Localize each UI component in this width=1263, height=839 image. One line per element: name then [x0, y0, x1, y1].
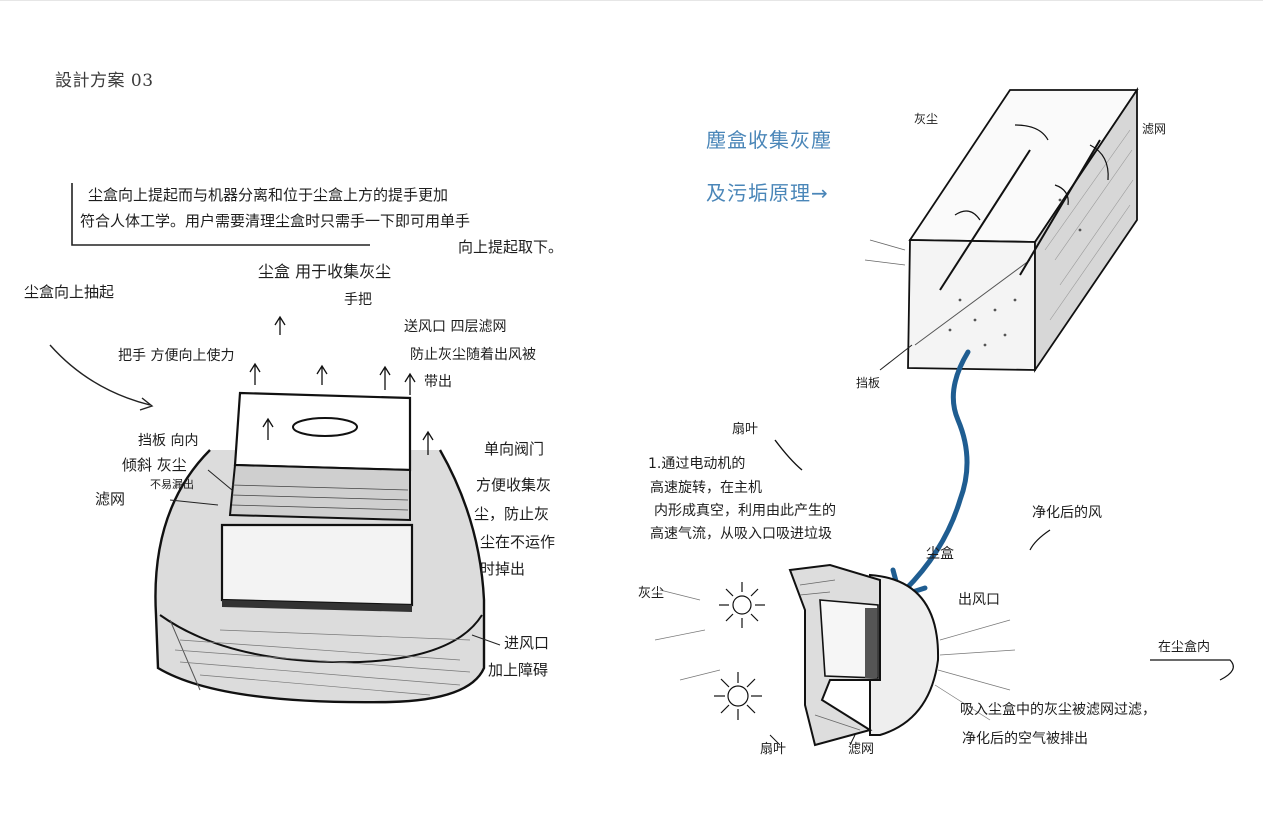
fan-label-top: 扇叶: [732, 422, 759, 437]
valve-line-2: 方便收集灰: [476, 476, 552, 494]
fan-blade-label: 扇叶: [760, 742, 787, 757]
principle-line-3: 内形成真空，利用由此产生的: [654, 503, 836, 519]
baffle-label-1: 挡板 向内: [138, 433, 199, 449]
inside-box-label: 在尘盒内: [1158, 640, 1211, 655]
inlet-label: 进风口: [504, 634, 550, 652]
valve-line-3: 尘，防止灰: [474, 505, 550, 523]
intro-bracket: [71, 183, 370, 246]
filter-note: 防止灰尘随着出风被: [410, 347, 536, 363]
principle-line-1: 1.通过电动机的: [648, 456, 746, 472]
lift-label: 尘盒向上抽起: [24, 283, 115, 301]
filter-net-label: 滤网: [95, 490, 126, 508]
dust-chamber-front: [907, 239, 1036, 371]
principle-line-2: 高速旋转，在主机: [650, 480, 762, 496]
inlet-obstacle-label: 加上障碍: [488, 661, 549, 679]
bottom-filter-label: 滤网: [848, 742, 875, 757]
intro-line-1: 尘盒向上提起而与机器分离和位于尘盒上方的提手更加: [88, 186, 449, 204]
handle-slot: [292, 417, 358, 437]
baffle-label-2: 倾斜 灰尘: [122, 456, 187, 474]
baffle-label-3: 不易漏出: [150, 478, 194, 491]
principle-line-4: 高速气流，从吸入口吸进垃圾: [650, 526, 832, 542]
intro-line-3: 向上提起取下。: [458, 238, 564, 256]
valve-line-4: 尘在不运作: [480, 533, 556, 551]
filter-note-2: 带出: [424, 374, 452, 390]
top-divider: [0, 0, 1263, 1]
fan-bottom: [714, 672, 762, 720]
outlet-label: 出风口: [958, 592, 1000, 608]
flow-arrow: [902, 349, 971, 593]
page-title: 設計方案 03: [55, 71, 154, 91]
handle-note: 把手 方便向上使力: [118, 348, 235, 364]
dust-label-top: 灰尘: [914, 112, 939, 126]
box-title: 尘盒 用于收集灰尘: [258, 262, 392, 281]
dust-label-left: 灰尘: [638, 586, 665, 601]
intro-line-2: 符合人体工学。用户需要清理尘盒时只需手一下即可用单手: [80, 212, 471, 230]
caption-dust-collection: 塵盒收集灰塵: [706, 128, 832, 152]
baffle-label-right: 挡板: [856, 376, 881, 390]
absorbed-line-1: 吸入尘盒中的灰尘被滤网过滤，: [960, 702, 1156, 718]
purified-wind-label: 净化后的风: [1032, 505, 1102, 521]
absorbed-line-2: 净化后的空气被排出: [962, 731, 1088, 747]
dust-box-front: [220, 523, 414, 607]
up-arrows: [249, 315, 434, 455]
dust-chamber-side: [1034, 87, 1138, 373]
half-drum: [869, 573, 940, 736]
dust-box-label: 尘盒: [926, 546, 954, 562]
fan-top: [719, 582, 765, 628]
handle-label: 手把: [344, 292, 372, 308]
valve-line-5: 时掉出: [480, 560, 526, 578]
filter-mesh-label: 滤网: [1142, 122, 1167, 136]
valve-line-1: 单向阀门: [484, 440, 545, 458]
lift-arrow: [49, 344, 151, 406]
caption-principle: 及污垢原理→: [706, 181, 829, 205]
filter-label: 送风口 四层滤网: [404, 319, 507, 335]
